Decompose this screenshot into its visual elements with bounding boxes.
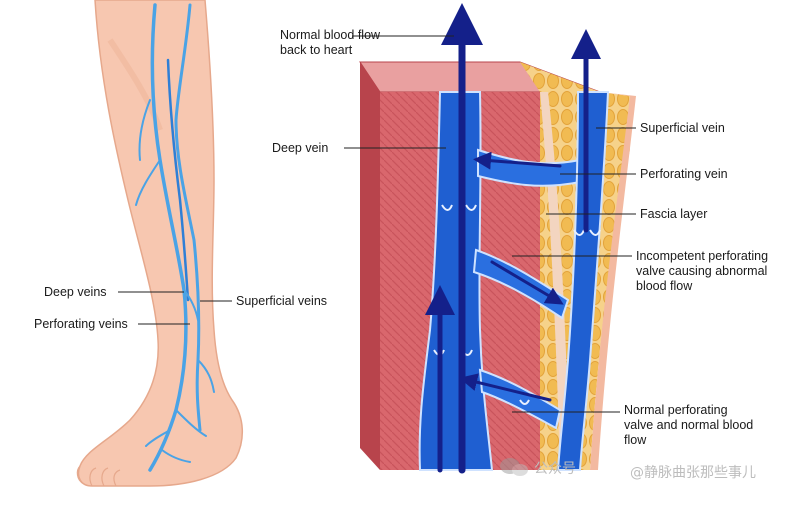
great-saphenous-vein — [148, 3, 188, 472]
watermark-left: 公众号 — [534, 461, 576, 477]
section-leaders — [344, 35, 636, 413]
arrow-perf-normal — [459, 373, 552, 402]
deep-vein-line — [166, 58, 190, 302]
skin-edge — [590, 92, 636, 470]
label-deep-veins: Deep veins — [44, 285, 107, 299]
label-normal-valve: Normal perforating valve and normal bloo… — [624, 403, 754, 447]
vein-branch-1 — [135, 99, 161, 206]
valve-perf-normal — [519, 399, 530, 405]
leg-illustration — [76, 0, 244, 487]
vein-branch-3 — [145, 359, 215, 447]
label-fascia-layer: Fascia layer — [640, 207, 708, 221]
label-normal-flow: Normal blood flow back to heart — [280, 28, 381, 57]
leg-veins — [135, 3, 215, 472]
perforating-vein-lower — [478, 368, 562, 430]
block-side-face — [360, 62, 380, 470]
leg-leaders — [118, 291, 232, 325]
label-superficial-veins: Superficial veins — [236, 294, 328, 308]
label-perforating-vein: Perforating vein — [640, 167, 728, 181]
superficial-vein-tube — [556, 91, 610, 471]
toes — [76, 465, 121, 487]
valve-superficial — [573, 229, 601, 236]
label-superficial-vein: Superficial vein — [640, 121, 725, 135]
arrow-perf-upper — [473, 151, 562, 170]
watermark-logo — [500, 458, 528, 476]
watermark-right: @静脉曲张那些事儿 — [630, 465, 756, 481]
small-saphenous-vein — [174, 3, 202, 432]
flow-arrows — [425, 3, 601, 474]
leg-skin — [77, 0, 244, 487]
cross-section — [344, 3, 636, 474]
vein-valves — [433, 204, 601, 405]
label-deep-vein: Deep vein — [272, 141, 329, 155]
arrow-perf-abnormal — [490, 260, 564, 305]
label-perforating-veins: Perforating veins — [34, 317, 128, 331]
vein-branch-2 — [161, 289, 207, 463]
label-incompetent-valve: Incompetent perforating valve causing ab… — [636, 249, 769, 293]
valve-deep-1 — [441, 204, 477, 211]
